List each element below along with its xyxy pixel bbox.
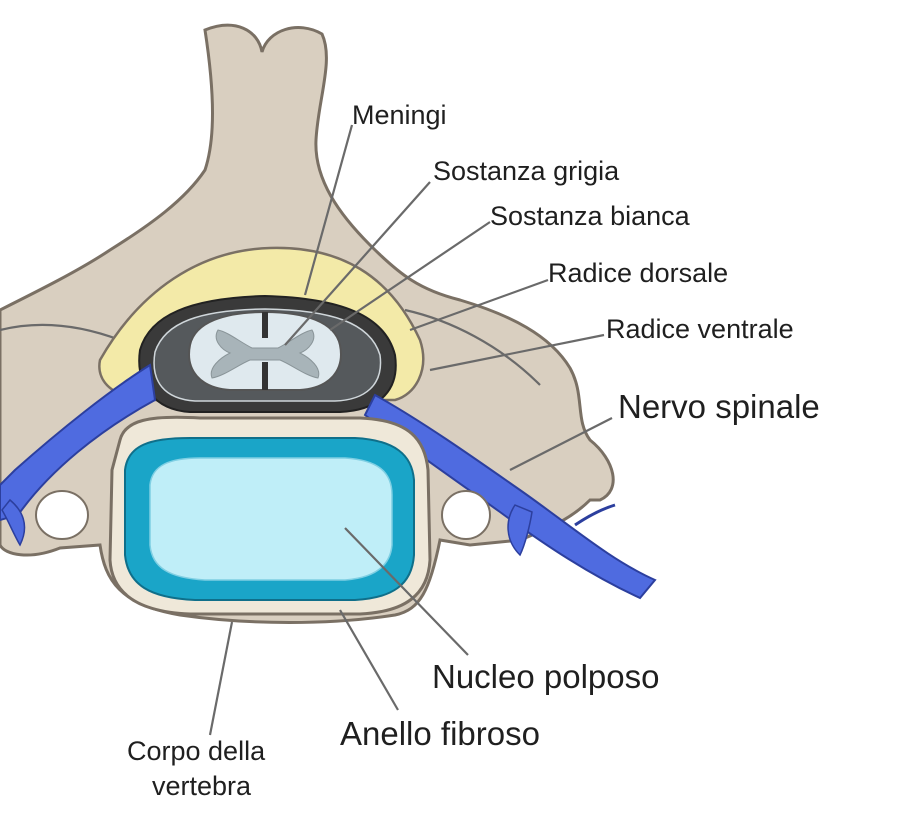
- lamina-contour-right: [404, 308, 541, 386]
- lamina-contour-left: [0, 323, 121, 342]
- leader-radice-ventrale: [429, 333, 605, 372]
- nerve-left: [0, 363, 157, 522]
- leader-meningi: [303, 124, 354, 296]
- label-sostanza-bianca: Sostanza bianca: [490, 201, 691, 231]
- nucleus-pulposus: [149, 457, 393, 581]
- label-nucleo-polposo: Nucleo polposo: [432, 658, 660, 695]
- leader-nucleo-polposo: [344, 527, 469, 656]
- label-radice-ventrale: Radice ventrale: [606, 314, 794, 344]
- transverse-foramen-left: [35, 490, 89, 540]
- label-meningi: Meningi: [352, 100, 447, 130]
- nerve-right: [363, 393, 657, 600]
- leader-anello-fibroso: [339, 609, 399, 711]
- leader-sostanza-bianca: [329, 221, 491, 331]
- nerve-left-branch: [1, 498, 26, 547]
- leader-corpo-vertebra: [208, 621, 234, 736]
- nerve-right-twig: [574, 503, 616, 527]
- label-sostanza-grigia: Sostanza grigia: [433, 156, 620, 186]
- leader-radice-dorsale: [409, 278, 549, 332]
- label-anello-fibroso: Anello fibroso: [340, 715, 540, 752]
- leader-sostanza-grigia: [284, 181, 431, 346]
- label-corpo-line1: Corpo della: [127, 736, 266, 766]
- transverse-foramen-right: [441, 490, 491, 540]
- leader-nervo-spinale: [509, 417, 613, 471]
- label-corpo-line2: vertebra: [152, 771, 252, 801]
- label-nervo-spinale: Nervo spinale: [618, 388, 820, 425]
- nerve-right-branch: [507, 504, 533, 557]
- label-radice-dorsale: Radice dorsale: [548, 258, 728, 288]
